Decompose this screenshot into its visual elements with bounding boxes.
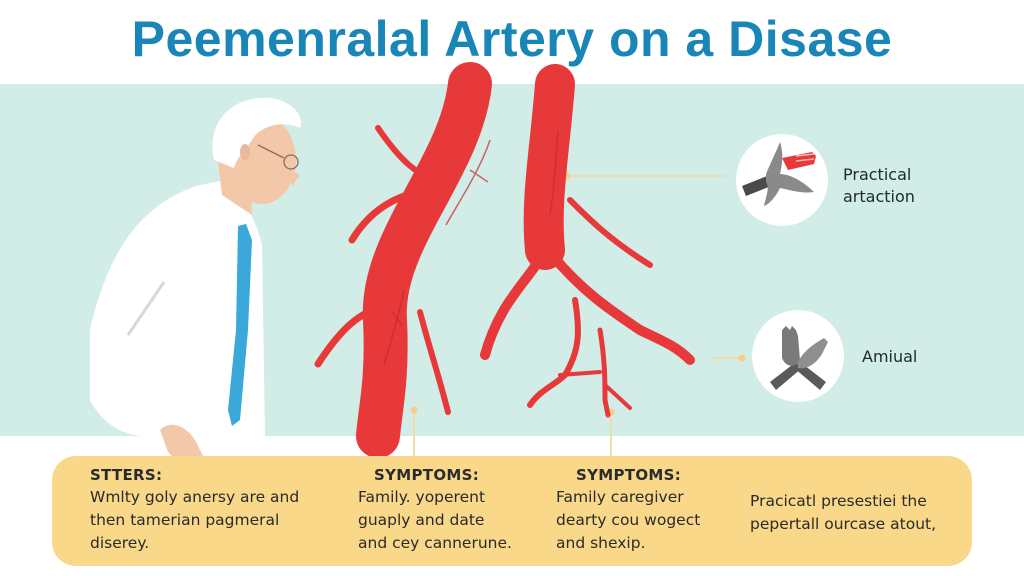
info-column-symptoms-2: SYMPTOMS: Family caregiver dearty cou wo… xyxy=(556,464,700,555)
info-text: Family. yoperent guaply and date and cey… xyxy=(358,488,512,552)
page-title: Peemenralal Artery on a Disase xyxy=(131,11,893,67)
practical-action-icon-circle xyxy=(736,134,828,226)
info-text: Pracicatl presestiei the pepertall ourca… xyxy=(750,492,937,533)
info-heading: SYMPTOMS: xyxy=(374,466,479,484)
callout-label-practical-action: Practical artaction xyxy=(843,165,915,206)
info-panel: STTERS: Wmlty goly anersy are and then t… xyxy=(52,456,972,566)
info-column-symptoms-1: SYMPTOMS: Family. yoperent guaply and da… xyxy=(358,464,512,555)
callout-label-manual: Amiual xyxy=(862,347,918,366)
right-artery xyxy=(480,64,695,418)
connector-lines xyxy=(413,175,742,458)
crossed-hands-icon xyxy=(770,326,828,390)
manual-icon-circle xyxy=(752,310,844,402)
left-artery xyxy=(314,62,492,458)
info-column-practical: Pracicatl presestiei the pepertall ourca… xyxy=(750,490,936,536)
info-heading: STTERS: xyxy=(90,466,163,484)
info-heading: SYMPTOMS: xyxy=(576,466,681,484)
man-figure xyxy=(90,97,301,477)
hand-injury-icon xyxy=(742,142,816,206)
info-text: Family caregiver dearty cou wogect and s… xyxy=(556,488,701,552)
info-column-stters: STTERS: Wmlty goly anersy are and then t… xyxy=(90,464,299,555)
info-text: Wmlty goly anersy are and then tamerian … xyxy=(90,488,300,552)
